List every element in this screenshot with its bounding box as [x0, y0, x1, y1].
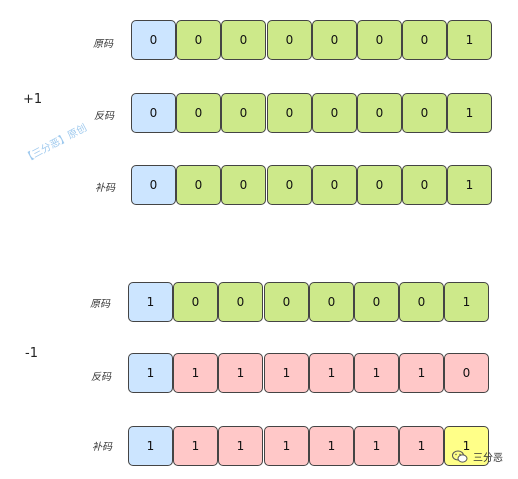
- group-label-plus-one: +1: [23, 92, 43, 107]
- bit-cell: 0: [218, 282, 263, 322]
- bit-cell: 0: [173, 282, 218, 322]
- row-label-twos-complement-minus: 补码: [92, 442, 112, 453]
- sign-bit-cell: 0: [131, 165, 176, 205]
- bit-cell: 0: [309, 282, 354, 322]
- sign-bit-cell: 1: [128, 282, 173, 322]
- bit-cell: 0: [357, 165, 402, 205]
- sign-bit-cell: 0: [131, 20, 176, 60]
- row-label-original-plus: 原码: [93, 39, 113, 50]
- bit-cell: 0: [354, 282, 399, 322]
- brand-logo: 三分恶: [452, 449, 503, 464]
- bit-cell: 0: [176, 20, 221, 60]
- bit-cell: 0: [357, 93, 402, 133]
- bit-cell: 1: [309, 426, 354, 466]
- bit-cell: 0: [399, 282, 444, 322]
- bit-cell: 0: [221, 165, 266, 205]
- bit-cell: 1: [444, 282, 489, 322]
- bit-cell: 0: [221, 93, 266, 133]
- bit-cell: 1: [309, 353, 354, 393]
- bit-cell: 0: [267, 165, 312, 205]
- bit-cell: 0: [402, 20, 447, 60]
- sign-bit-cell: 1: [128, 426, 173, 466]
- bit-cell: 1: [264, 353, 309, 393]
- bit-cell: 1: [264, 426, 309, 466]
- watermark-text: 【三分恶】原创: [21, 122, 89, 166]
- row-label-twos-complement-plus: 补码: [95, 183, 115, 194]
- bit-cell: 1: [218, 353, 263, 393]
- bit-cell: 1: [354, 426, 399, 466]
- bit-cell: 0: [312, 93, 357, 133]
- row-label-ones-complement-plus: 反码: [94, 111, 114, 122]
- bit-cell: 0: [264, 282, 309, 322]
- bit-cell: 1: [173, 353, 218, 393]
- wechat-icon: [452, 450, 468, 463]
- group-label-minus-one: -1: [25, 346, 38, 361]
- bit-cell: 1: [399, 426, 444, 466]
- sign-bit-cell: 1: [128, 353, 173, 393]
- bit-cell: 0: [176, 93, 221, 133]
- bit-cell: 0: [312, 165, 357, 205]
- bit-cell: 0: [221, 20, 266, 60]
- bit-cell: 0: [402, 165, 447, 205]
- bit-cell: 1: [444, 426, 489, 466]
- row-label-ones-complement-minus: 反码: [91, 372, 111, 383]
- bit-cell: 0: [267, 20, 312, 60]
- bit-cell: 0: [444, 353, 489, 393]
- bit-cell: 1: [173, 426, 218, 466]
- bit-cell: 0: [312, 20, 357, 60]
- bit-cell: 0: [267, 93, 312, 133]
- sign-bit-cell: 0: [131, 93, 176, 133]
- bit-cell: 0: [176, 165, 221, 205]
- bit-cell: 1: [447, 93, 492, 133]
- bit-cell: 1: [354, 353, 399, 393]
- row-label-original-minus: 原码: [90, 299, 110, 310]
- bit-cell: 1: [447, 165, 492, 205]
- bit-cell: 1: [399, 353, 444, 393]
- bit-cell: 1: [447, 20, 492, 60]
- logo-text: 三分恶: [473, 453, 503, 464]
- bit-cell: 0: [402, 93, 447, 133]
- bit-cell: 1: [218, 426, 263, 466]
- bit-cell: 0: [357, 20, 402, 60]
